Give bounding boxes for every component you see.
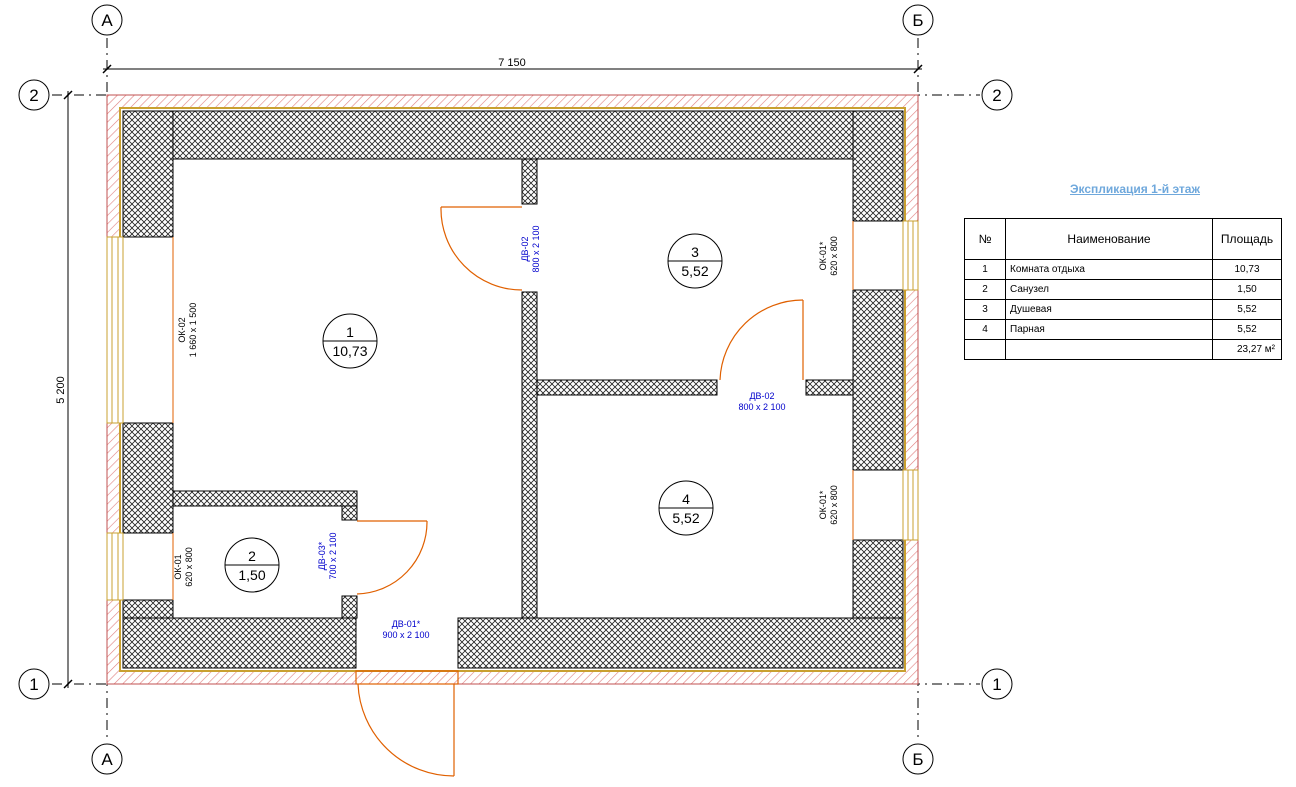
svg-text:5 200: 5 200 [55,376,67,404]
svg-text:Б: Б [912,750,923,769]
window-glazing [111,221,914,600]
axis-bubble-1-right: 1 [981,668,1013,700]
window-label-ok01-bottom: ОК-01* 620 х 800 [818,485,839,525]
header-name: Наименование [1005,218,1213,260]
door-swings [355,206,804,777]
svg-text:ДВ-02: ДВ-02 [749,391,774,401]
room-marker-3: 3 5,52 [667,233,723,289]
walls [122,110,904,669]
room-marker-4: 4 5,52 [658,480,714,536]
room-marker-1: 1 10,73 [322,313,378,369]
table-row: 3 Душевая 5,52 [964,299,1282,320]
row-name: Комната отдыха [1005,259,1213,280]
row-num: 3 [964,299,1006,320]
svg-text:Б: Б [912,11,923,30]
svg-text:5,52: 5,52 [681,263,708,279]
dimension-height: 5 200 [55,90,73,689]
svg-text:620 х 800: 620 х 800 [829,236,839,276]
row-area: 1,50 [1212,279,1282,300]
window-label-ok01: ОК-01 620 х 800 [173,547,194,587]
svg-text:ДВ-01*: ДВ-01* [392,619,421,629]
svg-text:ОК-01: ОК-01 [173,554,183,579]
svg-text:1: 1 [992,675,1001,694]
axis-bubble-2-left: 2 [18,79,50,111]
axis-bubble-1-left: 1 [18,668,50,700]
row-num: 2 [964,279,1006,300]
table-row: 2 Санузел 1,50 [964,279,1282,300]
svg-text:3: 3 [691,244,699,260]
window-sills [172,221,854,600]
door-label-dv03: ДВ-03* 700 х 2 100 [317,532,338,579]
table-row: 4 Парная 5,52 [964,319,1282,340]
row-num: 1 [964,259,1006,280]
svg-text:1: 1 [29,675,38,694]
svg-text:ДВ-02: ДВ-02 [520,236,530,261]
axis-bubble-a-bottom: А [91,743,123,775]
total-num-cell [964,339,1006,360]
svg-text:А: А [101,750,113,769]
header-num: № [964,218,1006,260]
window-frames [106,220,919,601]
svg-text:4: 4 [682,491,690,507]
svg-text:ОК-02: ОК-02 [177,317,187,342]
svg-text:620 х 800: 620 х 800 [829,485,839,525]
explication-title[interactable]: Экспликация 1-й этаж [1070,182,1200,196]
table-row: 1 Комната отдыха 10,73 [964,259,1282,280]
window-label-ok01-top: ОК-01* 620 х 800 [818,236,839,276]
svg-text:ОК-01*: ОК-01* [818,241,828,270]
svg-text:2: 2 [992,86,1001,105]
dimension-width: 7 150 [102,57,923,74]
svg-text:2: 2 [29,86,38,105]
svg-text:ОК-01*: ОК-01* [818,490,828,519]
svg-text:5,52: 5,52 [672,510,699,526]
row-area: 5,52 [1212,299,1282,320]
svg-text:900 х 2 100: 900 х 2 100 [382,630,429,640]
svg-text:1,50: 1,50 [238,567,265,583]
row-area: 5,52 [1212,319,1282,340]
door-label-dv02-vertical: ДВ-02 800 х 2 100 [520,225,541,272]
explication-header-row: № Наименование Площадь [964,218,1282,260]
axis-bubble-2-right: 2 [981,79,1013,111]
svg-text:ДВ-03*: ДВ-03* [317,541,327,570]
svg-text:2: 2 [248,548,256,564]
row-num: 4 [964,319,1006,340]
outer-insulation [106,94,919,685]
total-name-cell [1005,339,1213,360]
window-label-ok02: ОК-02 1 660 х 1 500 [177,303,198,358]
row-area: 10,73 [1212,259,1282,280]
svg-text:700 х 2 100: 700 х 2 100 [328,532,338,579]
svg-text:800 х 2 100: 800 х 2 100 [738,402,785,412]
total-area: 23,27 м² [1212,339,1282,360]
axis-bubble-b-bottom: Б [902,743,934,775]
svg-text:7 150: 7 150 [498,57,526,69]
header-area: Площадь [1212,218,1282,260]
row-name: Парная [1005,319,1213,340]
svg-text:1 660 х 1 500: 1 660 х 1 500 [188,303,198,358]
svg-text:800 х 2 100: 800 х 2 100 [531,225,541,272]
room-marker-2: 2 1,50 [224,537,280,593]
svg-text:1: 1 [346,324,354,340]
svg-text:10,73: 10,73 [332,343,367,359]
row-name: Санузел [1005,279,1213,300]
total-row: 23,27 м² [964,339,1282,360]
svg-text:А: А [101,11,113,30]
axis-bubble-b-top: Б [902,4,934,36]
row-name: Душевая [1005,299,1213,320]
svg-text:620 х 800: 620 х 800 [184,547,194,587]
axis-bubble-a-top: А [91,4,123,36]
door-label-dv02-horizontal: ДВ-02 800 х 2 100 [738,391,785,412]
door-label-dv01: ДВ-01* 900 х 2 100 [382,619,429,640]
explication-table: № Наименование Площадь 1 Комната отдыха … [964,218,1282,360]
